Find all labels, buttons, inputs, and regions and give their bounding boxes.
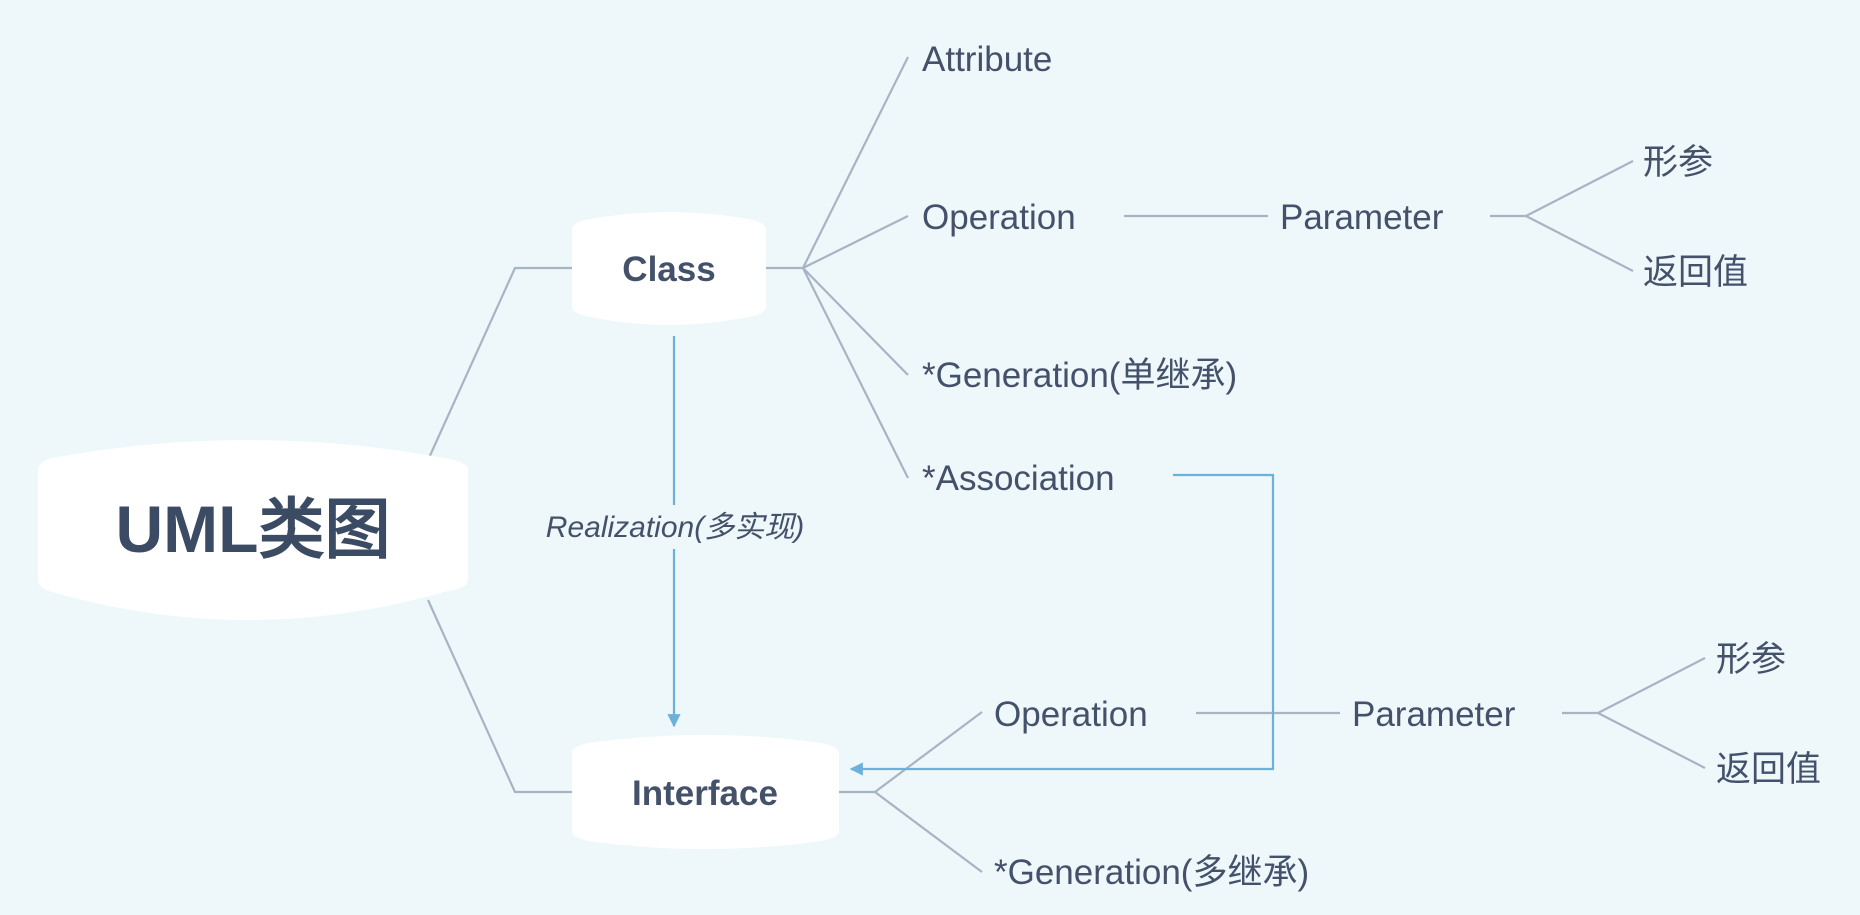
interface-parameter-label[interactable]: Parameter [1352,695,1516,734]
class-topic-label: Class [622,250,715,289]
branch-root-interface [426,599,572,794]
root-topic-label: UML类图 [116,492,391,566]
root-node[interactable]: UML类图 [38,440,468,620]
interface-node[interactable]: Interface [572,735,839,849]
realization-label[interactable]: Realization(多实现) [546,511,804,544]
class-param-formal-label[interactable]: 形参 [1643,143,1713,182]
interface-generation-label[interactable]: *Generation(多继承) [994,853,1309,892]
interface-subtopics: Operation Parameter 形参 返回值 *Generation(多… [994,640,1821,892]
interface-topic-label: Interface [632,774,778,813]
class-node[interactable]: Class [572,212,766,325]
interface-operation-label[interactable]: Operation [994,695,1148,734]
branch-class-attribute [802,56,909,269]
class-param-return-label[interactable]: 返回值 [1643,253,1748,292]
branch-interface-generation [874,791,983,873]
branch-class-generation [802,267,909,376]
class-association-label[interactable]: *Association [922,459,1115,498]
branch-class-parameter-return [1525,215,1634,272]
association-line [849,473,1275,776]
root-node-shape [38,440,468,620]
interface-param-return-label[interactable]: 返回值 [1716,750,1821,789]
branch-root-class [426,266,572,461]
branch-class-association [802,267,909,479]
class-node-shape [572,212,766,325]
branch-connectors [426,56,1706,873]
class-subtopics: Attribute Operation Parameter 形参 返回值 *Ge… [922,40,1748,498]
interface-node-shape [572,735,839,849]
interface-param-formal-label[interactable]: 形参 [1716,640,1786,679]
relationship-connectors [667,336,1275,776]
branch-class-parameter-formal [1525,160,1634,217]
class-generation-label[interactable]: *Generation(单继承) [922,356,1237,395]
branch-interface-parameter-return [1597,712,1706,769]
branch-class-operation [802,215,909,269]
class-parameter-label[interactable]: Parameter [1280,198,1444,237]
class-operation-label[interactable]: Operation [922,198,1076,237]
class-attribute-label[interactable]: Attribute [922,40,1052,79]
branch-interface-operation [874,711,983,793]
branch-interface-parameter-formal [1597,657,1706,714]
